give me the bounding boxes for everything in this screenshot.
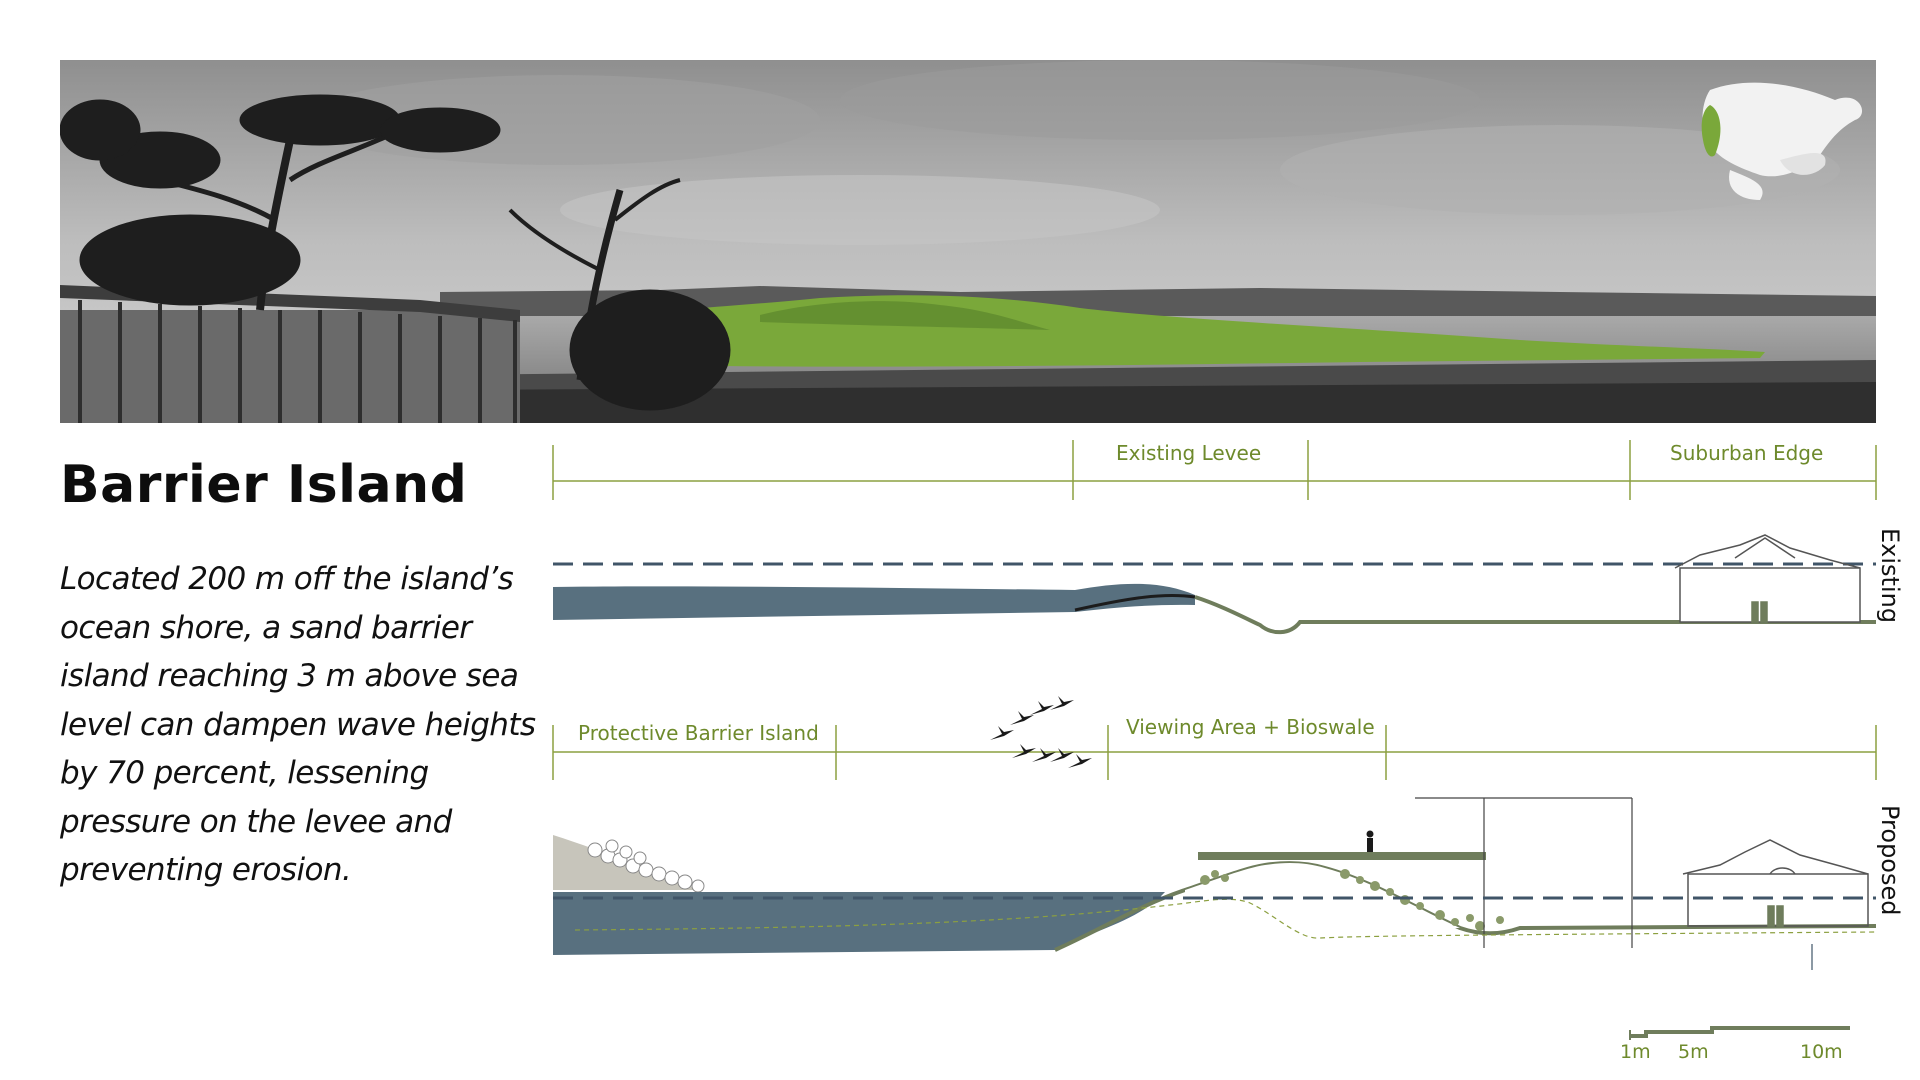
scale-label-1m: 1m xyxy=(1620,1041,1651,1063)
proposed-house xyxy=(1682,839,1869,927)
side-label-existing: Existing xyxy=(1876,528,1904,623)
existing-water xyxy=(553,583,1195,620)
scale-bar: 1m 5m 10m xyxy=(1620,1026,1850,1063)
viewing-platform xyxy=(1198,852,1486,860)
side-label-proposed: Proposed xyxy=(1876,805,1904,916)
structure-frame xyxy=(1415,797,1633,948)
page-title: Barrier Island xyxy=(60,455,468,515)
proposed-water xyxy=(553,892,1165,955)
wave-dampening-rocks xyxy=(587,839,705,893)
birds-icon xyxy=(990,696,1092,768)
proposed-section xyxy=(553,797,1877,970)
pine-trees xyxy=(60,94,731,411)
scale-label-5m: 5m xyxy=(1678,1041,1709,1063)
existing-section xyxy=(553,534,1876,635)
person-icon xyxy=(1366,830,1374,852)
zone-label-existing-levee: Existing Levee xyxy=(1116,441,1261,465)
proposed-levee-profile xyxy=(1054,861,1877,952)
description-text: Located 200 m off the island’s ocean sho… xyxy=(60,561,536,888)
bioswale-vegetation xyxy=(1200,869,1504,931)
scale-label-10m: 10m xyxy=(1800,1041,1843,1063)
zone-label-viewing-area-bioswale: Viewing Area + Bioswale xyxy=(1126,715,1375,739)
existing-zone-bar xyxy=(552,440,1877,500)
proposed-groundwater-line xyxy=(574,898,1877,939)
zone-label-protective-barrier-island: Protective Barrier Island xyxy=(578,721,819,745)
location-map-icon xyxy=(1701,82,1863,200)
zone-label-suburban-edge: Suburban Edge xyxy=(1670,441,1823,465)
existing-ground xyxy=(1194,595,1876,635)
existing-house xyxy=(1674,534,1861,623)
hero-photo xyxy=(60,60,1876,423)
proposed-zone-bar xyxy=(552,725,1877,780)
